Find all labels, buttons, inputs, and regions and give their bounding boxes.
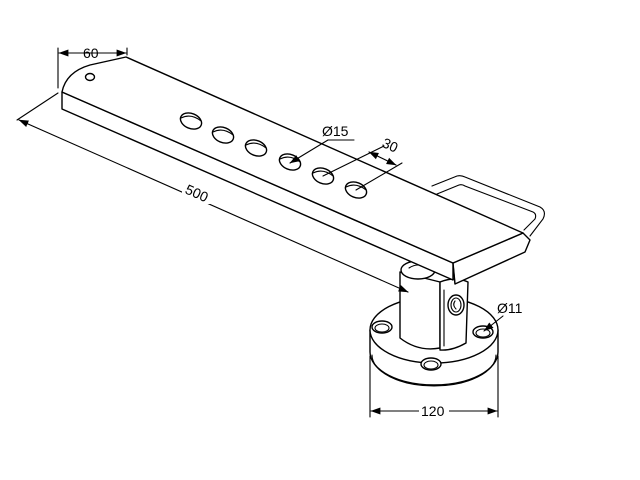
dim-base-diameter-label: 120 (421, 403, 445, 419)
locking-bolt (447, 294, 465, 316)
dim-base-hole-diameter-label: Ø11 (497, 300, 523, 316)
base-hole-right (472, 325, 494, 339)
dim-hole-spacing: 30 (322, 135, 403, 191)
dim-width-top: 60 (57, 45, 128, 89)
dim-width-top-label: 60 (83, 45, 99, 61)
dim-length: 500 (16, 92, 409, 293)
base-hole-left (371, 320, 393, 334)
dim-base-diameter: 120 (369, 355, 499, 420)
dim-base-hole-diameter: Ø11 (483, 300, 523, 332)
dim-hole-spacing-label: 30 (380, 135, 401, 156)
handle-loop (431, 175, 546, 237)
small-hole (84, 72, 96, 82)
dim-hole-diameter: Ø15 (289, 123, 355, 164)
base-hole-front (420, 357, 442, 371)
dim-hole-diameter-label: Ø15 (322, 123, 349, 139)
